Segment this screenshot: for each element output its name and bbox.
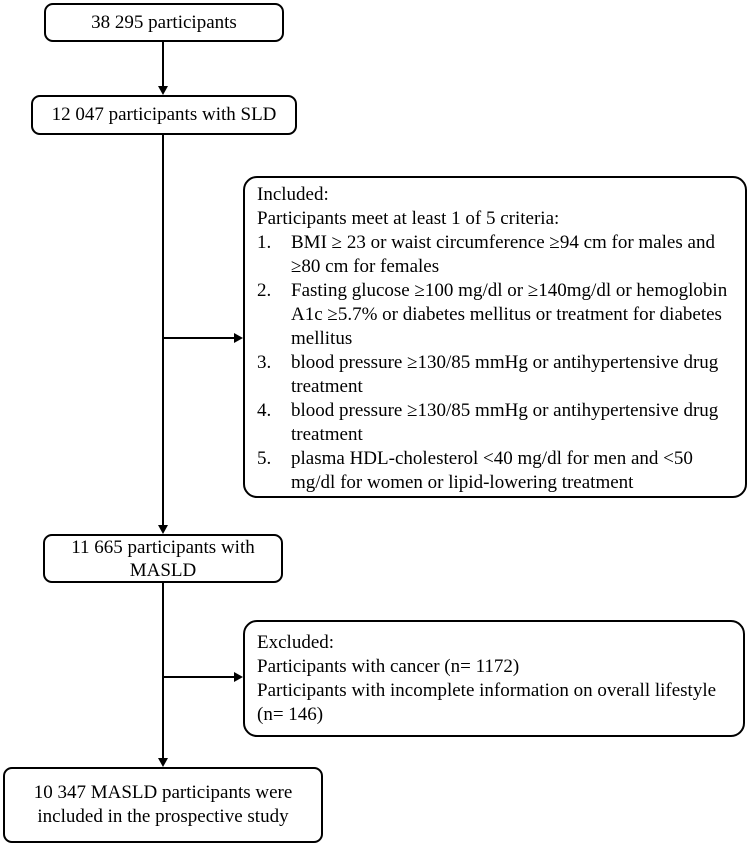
criteria-list: 1. BMI ≥ 23 or waist circumference ≥94 c… bbox=[257, 231, 733, 495]
flow-box-masld-participants: 11 665 participants with MASLD bbox=[43, 534, 283, 583]
excluded-item: Participants with cancer (n= 1172) bbox=[257, 656, 520, 677]
criteria-text: BMI ≥ 23 or waist circumference ≥94 cm f… bbox=[291, 232, 715, 277]
final-population-line1: 10 347 MASLD participants were bbox=[33, 782, 293, 803]
criteria-number: 3. bbox=[257, 352, 272, 373]
included-criteria-box: Included: Participants meet at least 1 o… bbox=[243, 176, 747, 498]
flow-box-final-study-population: 10 347 MASLD participants were included … bbox=[3, 767, 323, 843]
total-participants-label: 38 295 participants bbox=[91, 11, 237, 33]
criteria-number: 1. bbox=[257, 232, 272, 253]
criteria-number: 2. bbox=[257, 280, 272, 301]
connector-total-to-sld bbox=[162, 42, 164, 87]
criteria-text: blood pressure ≥130/85 mmHg or antihyper… bbox=[291, 352, 719, 397]
criteria-text: plasma HDL-cholesterol <40 mg/dl for men… bbox=[291, 448, 693, 493]
criteria-number: 4. bbox=[257, 400, 272, 421]
arrowhead-down-to-masld bbox=[158, 525, 168, 534]
masld-participants-line1: 11 665 participants with bbox=[71, 536, 255, 558]
flow-box-sld-participants: 12 047 participants with SLD bbox=[31, 95, 297, 135]
criteria-item: 5. plasma HDL-cholesterol <40 mg/dl for … bbox=[257, 447, 733, 495]
connector-branch-to-included bbox=[163, 337, 235, 339]
sld-participants-label: 12 047 participants with SLD bbox=[51, 104, 277, 125]
final-population-line2: included in the prospective study bbox=[37, 806, 289, 827]
connector-sld-to-masld bbox=[162, 135, 164, 526]
masld-participants-line2: MASLD bbox=[129, 559, 197, 581]
arrowhead-down-to-sld bbox=[158, 86, 168, 95]
excluded-box: Excluded: Participants with cancer (n= 1… bbox=[243, 620, 745, 737]
included-subtitle: Participants meet at least 1 of 5 criter… bbox=[257, 208, 560, 229]
criteria-text: Fasting glucose ≥100 mg/dl or ≥140mg/dl … bbox=[291, 280, 728, 349]
criteria-item: 3. blood pressure ≥130/85 mmHg or antihy… bbox=[257, 351, 733, 399]
arrowhead-right-to-included bbox=[234, 333, 243, 343]
criteria-item: 2. Fasting glucose ≥100 mg/dl or ≥140mg/… bbox=[257, 279, 733, 351]
included-title: Included: bbox=[257, 184, 329, 205]
excluded-item: Participants with incomplete information… bbox=[257, 680, 717, 725]
flow-box-total-participants: 38 295 participants bbox=[44, 3, 284, 42]
connector-masld-to-final bbox=[162, 583, 164, 759]
arrowhead-down-to-final bbox=[158, 758, 168, 767]
criteria-number: 5. bbox=[257, 448, 272, 469]
criteria-item: 4. blood pressure ≥130/85 mmHg or antihy… bbox=[257, 399, 733, 447]
excluded-title: Excluded: bbox=[257, 632, 335, 653]
arrowhead-right-to-excluded bbox=[234, 672, 243, 682]
criteria-item: 1. BMI ≥ 23 or waist circumference ≥94 c… bbox=[257, 231, 733, 279]
criteria-text: blood pressure ≥130/85 mmHg or antihyper… bbox=[291, 400, 719, 445]
connector-branch-to-excluded bbox=[163, 676, 235, 678]
